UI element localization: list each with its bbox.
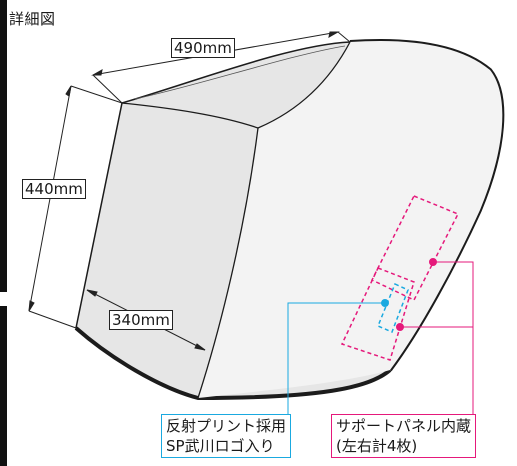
reflective-logo-marker (377, 282, 409, 333)
panel-callout-line1: サポートパネル内蔵 (336, 417, 472, 435)
height-label: 440mm (22, 179, 86, 199)
front-right-edge (197, 127, 259, 399)
support-panel-callout: サポートパネル内蔵 (左右計4枚) (331, 414, 477, 458)
reflective-callout-line1: 反射プリント採用 (166, 417, 287, 435)
panel-callout-line2: (左右計4枚) (336, 437, 418, 455)
page-title: 詳細図 (9, 10, 56, 28)
page-edge-bar (0, 306, 7, 466)
reflective-callout-line2: SP武川ロゴ入り (166, 437, 275, 455)
bag-bottom-edge (74, 326, 392, 401)
reflective-print-callout: 反射プリント採用 SP武川ロゴ入り (161, 414, 292, 458)
support-panel-markers (340, 195, 460, 361)
reflective-leader (287, 299, 389, 416)
top-ridge (257, 41, 351, 129)
width-label: 490mm (171, 38, 235, 58)
front-top-edge (121, 102, 259, 129)
depth-label: 340mm (109, 310, 173, 330)
panel-leader (396, 258, 474, 416)
top-seam (134, 45, 346, 100)
page-edge-bar (0, 0, 7, 292)
bag-side-panel (198, 40, 503, 399)
